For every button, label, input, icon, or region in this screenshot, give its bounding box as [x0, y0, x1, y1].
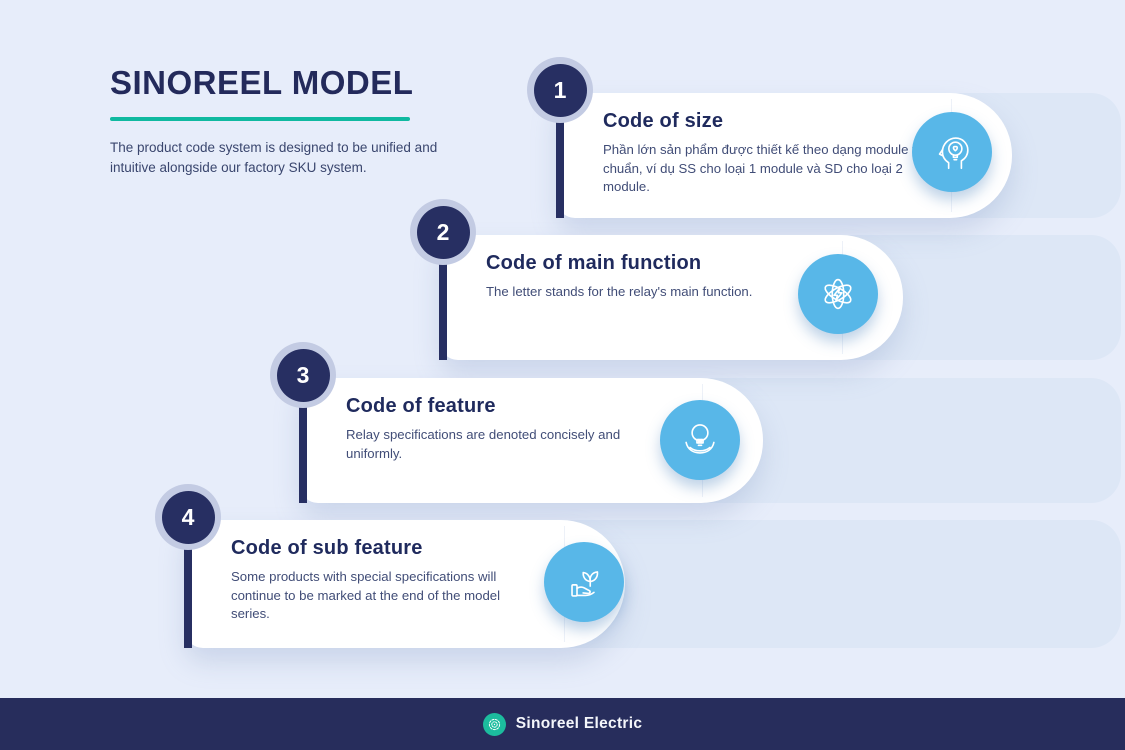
bulb-hands-icon	[660, 400, 740, 480]
step-number: 2	[416, 205, 470, 259]
step-number-badge: 1	[527, 57, 593, 123]
step-title: Code of size	[603, 110, 724, 132]
step-description: The letter stands for the relay's main f…	[486, 284, 753, 299]
footer-bar: Sinoreel Electric	[0, 698, 1125, 750]
step-title: Code of main function	[486, 252, 702, 274]
step-title: Code of sub feature	[231, 537, 423, 559]
step-number-badge: 4	[155, 484, 221, 550]
step-connector-line	[556, 90, 564, 218]
brand-name: Sinoreel Electric	[515, 715, 643, 732]
step-connector-line	[299, 375, 307, 503]
step-connector-line	[184, 517, 192, 648]
step-number: 4	[161, 490, 215, 544]
step-description: Relay specifications are denoted concise…	[346, 427, 621, 461]
step-number-badge: 2	[410, 199, 476, 265]
hand-plant-icon	[544, 542, 624, 622]
step-title: Code of feature	[346, 395, 496, 417]
atom-energy-icon	[798, 254, 878, 334]
title-underline	[110, 117, 410, 121]
step-description: Some products with special specification…	[231, 569, 501, 622]
step-description: Phần lớn sản phẩm được thiết kế theo dạn…	[603, 142, 934, 195]
reel-spiral-icon	[482, 712, 506, 736]
head-idea-icon	[912, 112, 992, 192]
step-number: 3	[276, 348, 330, 402]
step-number: 1	[533, 63, 587, 117]
intro-text: The product code system is designed to b…	[110, 140, 438, 176]
step-connector-line	[439, 232, 447, 360]
page-title: SINOREEL MODEL	[110, 64, 414, 101]
step-number-badge: 3	[270, 342, 336, 408]
